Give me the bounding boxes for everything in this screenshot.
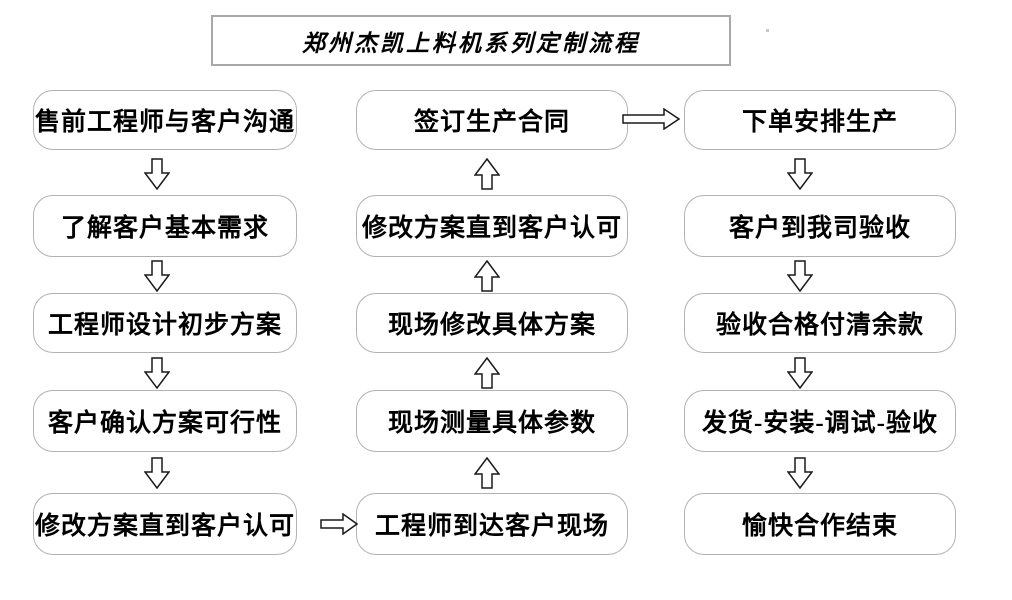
down-arrow-icon bbox=[144, 457, 170, 489]
node-sign-production-contract: 签订生产合同 bbox=[356, 90, 628, 150]
node-customer-acceptance-at-our-company: 客户到我司验收 bbox=[684, 195, 956, 257]
node-pay-balance-after-acceptance: 验收合格付清余款 bbox=[684, 293, 956, 353]
node-customer-confirms-feasibility: 客户确认方案可行性 bbox=[33, 390, 297, 452]
node-onsite-measure-parameters: 现场测量具体参数 bbox=[356, 390, 628, 452]
up-arrow-icon bbox=[474, 158, 500, 190]
node-revise-plan-until-approved-left: 修改方案直到客户认可 bbox=[33, 493, 297, 555]
flowchart-title-box: 郑州杰凯上料机系列定制流程 bbox=[211, 15, 731, 66]
node-onsite-revise-specific-plan: 现场修改具体方案 bbox=[356, 293, 628, 353]
down-arrow-icon bbox=[144, 260, 170, 292]
down-arrow-icon bbox=[144, 357, 170, 389]
node-revise-plan-until-approved-middle: 修改方案直到客户认可 bbox=[356, 195, 628, 257]
down-arrow-icon bbox=[787, 357, 813, 389]
flowchart-title: 郑州杰凯上料机系列定制流程 bbox=[302, 29, 640, 57]
node-engineer-designs-preliminary-plan: 工程师设计初步方案 bbox=[33, 293, 297, 353]
node-presales-engineer-communicates: 售前工程师与客户沟通 bbox=[33, 90, 297, 150]
node-ship-install-debug-accept: 发货-安装-调试-验收 bbox=[684, 390, 956, 452]
right-arrow-icon bbox=[622, 108, 680, 130]
up-arrow-icon bbox=[474, 357, 500, 389]
node-place-order-arrange-production: 下单安排生产 bbox=[684, 90, 956, 150]
up-arrow-icon bbox=[474, 260, 500, 292]
right-arrow-icon bbox=[320, 513, 358, 535]
stray-dot-mark bbox=[766, 29, 769, 32]
down-arrow-icon bbox=[787, 457, 813, 489]
node-understand-basic-needs: 了解客户基本需求 bbox=[33, 195, 297, 257]
node-pleasant-cooperation-ends: 愉快合作结束 bbox=[684, 493, 956, 555]
down-arrow-icon bbox=[144, 158, 170, 190]
down-arrow-icon bbox=[787, 158, 813, 190]
node-engineer-arrives-customer-site: 工程师到达客户现场 bbox=[356, 493, 628, 555]
down-arrow-icon bbox=[787, 260, 813, 292]
up-arrow-icon bbox=[474, 457, 500, 489]
